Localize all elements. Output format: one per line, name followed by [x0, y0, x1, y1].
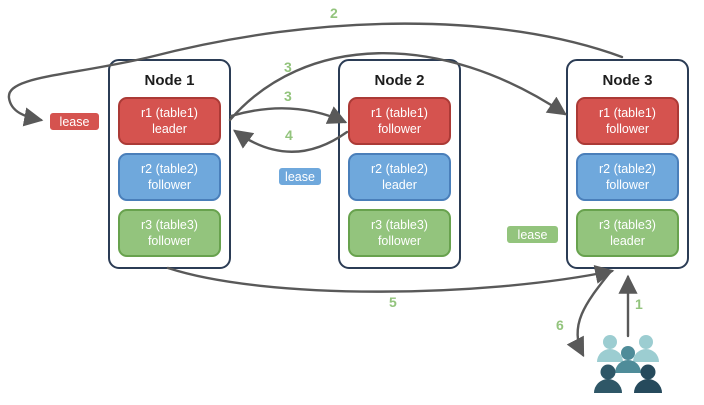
- replica-name: r1 (table1): [141, 105, 198, 120]
- node-2-replica-r2: r2 (table2) leader: [348, 153, 451, 201]
- step-label-3a: 3: [284, 59, 292, 75]
- replica-role: follower: [377, 122, 422, 136]
- step-label-2: 2: [330, 5, 338, 21]
- arrow-step-5: [166, 264, 615, 293]
- lease-badge-r3: lease: [505, 224, 560, 245]
- lease-badge-r2: lease: [277, 166, 323, 187]
- step-label-3b: 3: [284, 88, 292, 104]
- node-2-replica-r1: r1 (table1) follower: [348, 97, 451, 145]
- replica-role: leader: [152, 122, 187, 136]
- step-label-4: 4: [285, 127, 293, 143]
- replica-role: follower: [605, 122, 650, 136]
- node-2-title: Node 2: [374, 72, 425, 89]
- node-3-replica-r1: r1 (table1) follower: [576, 97, 679, 145]
- arrow-step-2: [7, 22, 624, 127]
- replica-name: r3 (table3): [599, 217, 656, 232]
- node-3-replica-r3: r3 (table3) leader: [576, 209, 679, 257]
- replica-role: leader: [382, 178, 417, 192]
- users-icon: [594, 335, 662, 393]
- node-3-replica-r2: r2 (table2) follower: [576, 153, 679, 201]
- replica-name: r2 (table2): [371, 161, 428, 176]
- replica-role: leader: [610, 234, 645, 248]
- replica-name: r2 (table2): [599, 161, 656, 176]
- node-1-replica-r3: r3 (table3) follower: [118, 209, 221, 257]
- replica-role: follower: [147, 178, 192, 192]
- replica-name: r3 (table3): [141, 217, 198, 232]
- node-1-title: Node 1: [144, 72, 195, 89]
- lease-badge-r1: lease: [48, 111, 101, 132]
- replica-role: follower: [605, 178, 650, 192]
- node-3-title: Node 3: [602, 72, 653, 89]
- replica-name: r2 (table2): [141, 161, 198, 176]
- replica-role: follower: [147, 234, 192, 248]
- replica-role: follower: [377, 234, 422, 248]
- node-1-replica-r1: r1 (table1) leader: [118, 97, 221, 145]
- node-2: Node 2 r1 (table1) follower r2 (table2) …: [338, 59, 461, 269]
- step-label-1: 1: [635, 296, 643, 312]
- replica-name: r1 (table1): [599, 105, 656, 120]
- step-label-5: 5: [389, 294, 397, 310]
- node-1: Node 1 r1 (table1) leader r2 (table2) fo…: [108, 59, 231, 269]
- node-1-replica-r2: r2 (table2) follower: [118, 153, 221, 201]
- step-label-6: 6: [556, 317, 564, 333]
- replica-name: r3 (table3): [371, 217, 428, 232]
- replica-name: r1 (table1): [371, 105, 428, 120]
- node-3: Node 3 r1 (table1) follower r2 (table2) …: [566, 59, 689, 269]
- arrow-step-6: [566, 269, 613, 358]
- arrow-step-3-to-node2: [229, 106, 348, 124]
- node-2-replica-r3: r3 (table3) follower: [348, 209, 451, 257]
